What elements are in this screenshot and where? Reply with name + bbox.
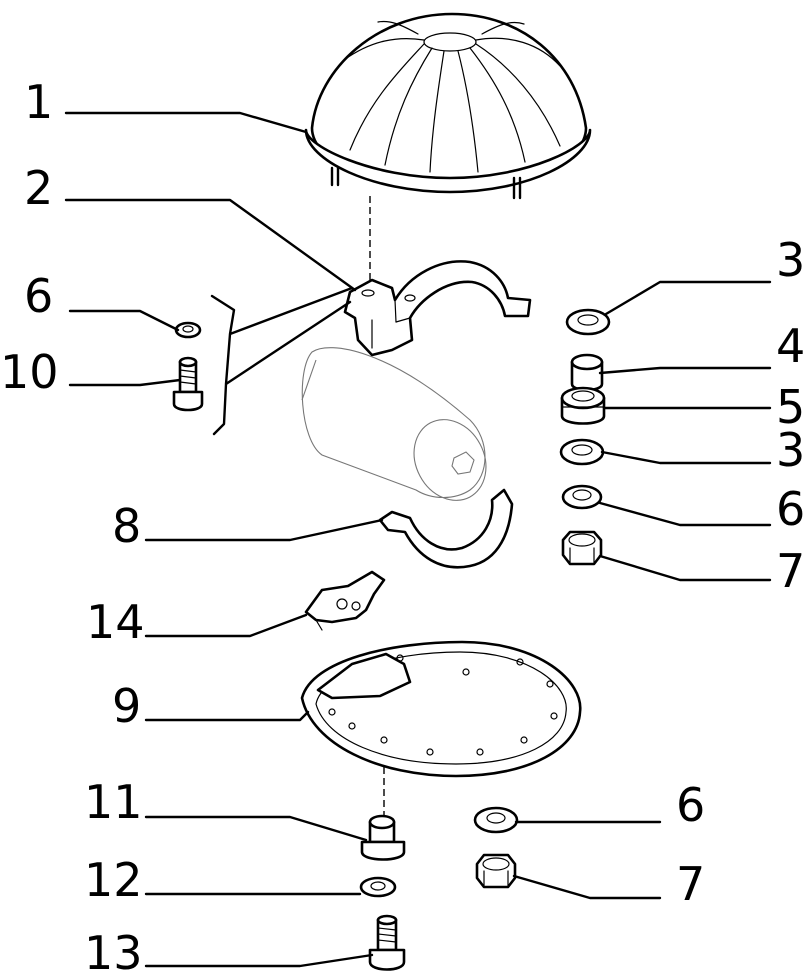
part-6-washer-left	[174, 321, 202, 339]
part-3-washer-upper	[565, 308, 611, 336]
callout-3-upper: 3	[776, 233, 805, 287]
callout-12: 12	[84, 853, 143, 907]
part-9-base-plate	[300, 640, 582, 778]
part-4-spacer	[570, 353, 604, 392]
callout-1: 1	[24, 75, 53, 129]
part-6-washer-right	[561, 484, 603, 510]
part-6-washer-bottom-right	[473, 806, 519, 834]
part-1-dome-cover	[304, 12, 592, 200]
callout-13: 13	[84, 926, 143, 979]
part-5-grommet	[560, 386, 606, 425]
callout-9: 9	[112, 679, 141, 733]
callout-6-right: 6	[776, 482, 805, 536]
callout-7-right: 7	[776, 544, 805, 598]
callout-7-bottom: 7	[676, 857, 705, 911]
callout-3-lower: 3	[776, 423, 805, 477]
bracket-leader-lines	[210, 286, 354, 436]
part-8-lower-strap	[378, 488, 514, 569]
callout-4: 4	[776, 319, 805, 373]
part-3-washer-lower	[559, 438, 605, 466]
part-12-washer-bottom	[359, 876, 397, 898]
motor-cylinder	[301, 347, 487, 501]
callout-14: 14	[86, 595, 145, 649]
callout-10: 10	[0, 345, 59, 399]
callout-2: 2	[24, 161, 53, 215]
part-11-stud	[360, 814, 406, 861]
part-2-upper-bracket	[343, 260, 532, 357]
part-7-nut-right	[561, 530, 603, 566]
part-14-small-bracket	[304, 570, 386, 631]
callout-6-left: 6	[24, 269, 53, 323]
callout-11: 11	[84, 775, 143, 829]
part-10-bolt	[172, 356, 204, 412]
part-7-nut-bottom-right	[475, 853, 517, 889]
leader-lines	[64, 111, 772, 968]
callout-5: 5	[776, 380, 805, 434]
part-13-bolt-bottom	[368, 914, 406, 971]
callout-8: 8	[112, 499, 141, 553]
callout-6-bottom: 6	[676, 778, 705, 832]
